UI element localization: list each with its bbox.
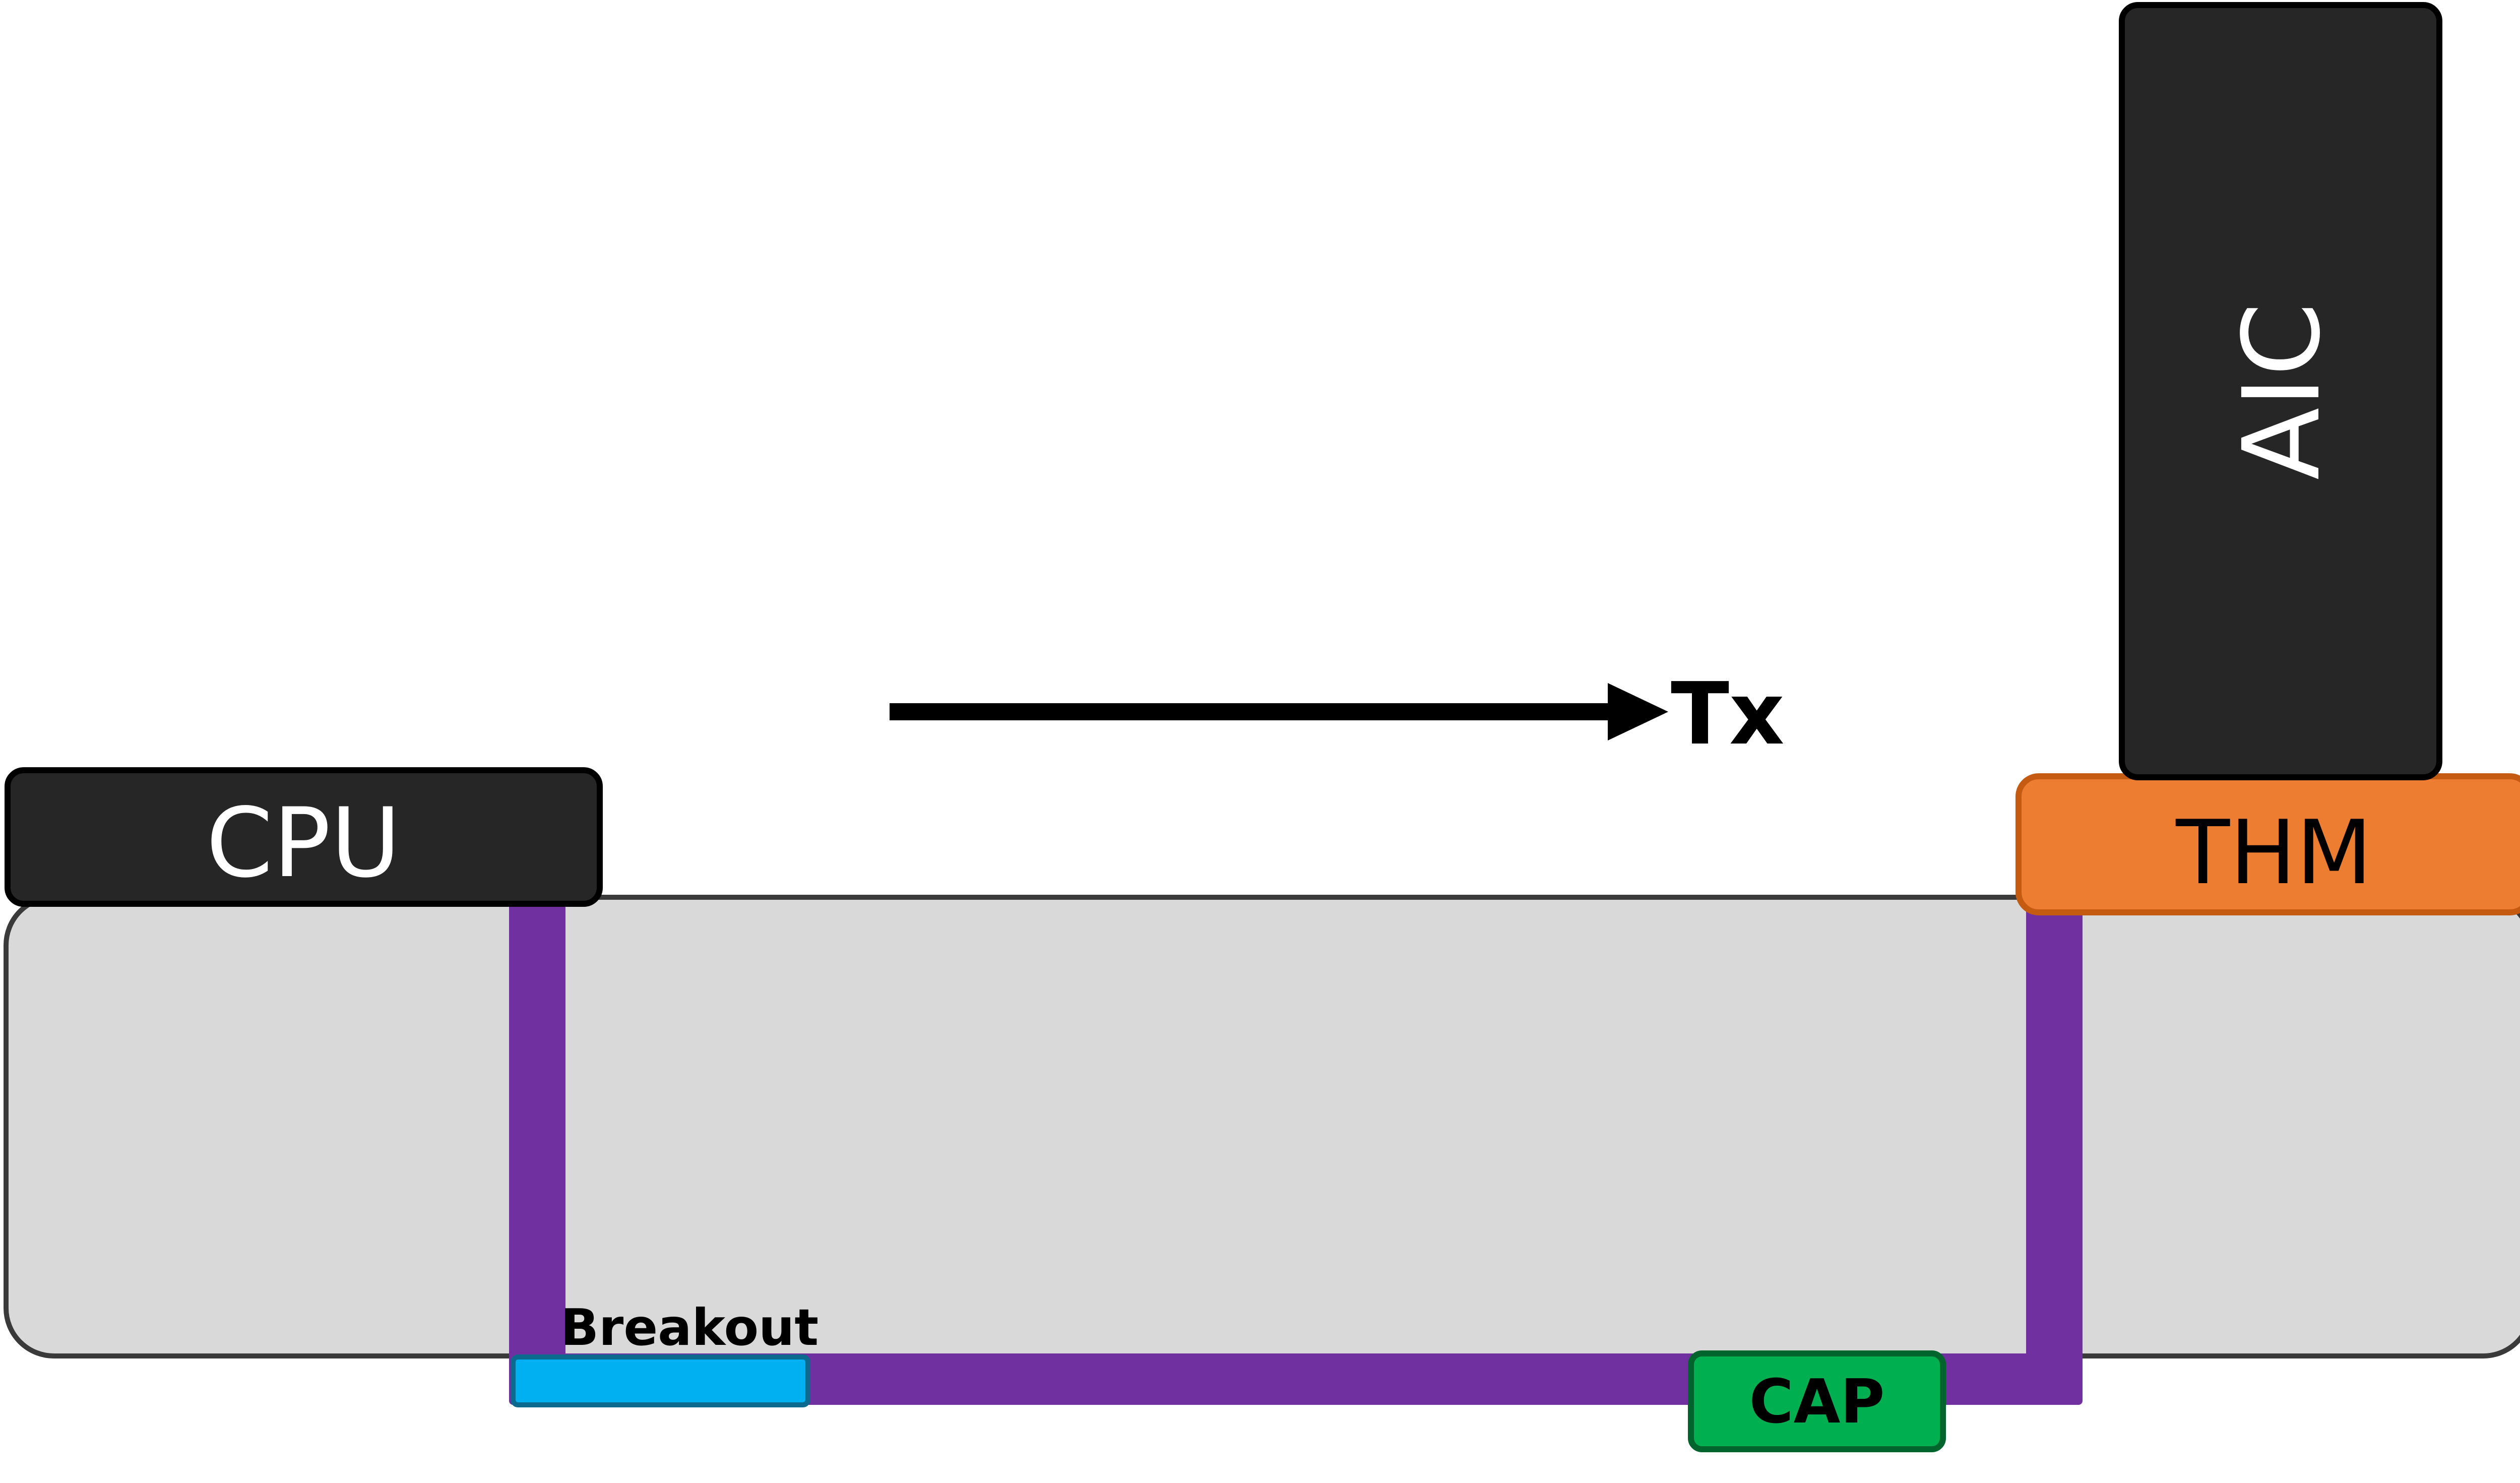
cpu-label: CPU	[206, 787, 401, 899]
cpu-component	[5, 767, 603, 907]
breakout-label: Breakout	[560, 1298, 818, 1357]
trace-right-vertical	[2026, 902, 2083, 1405]
tx-label: Tx	[1671, 664, 1785, 764]
board	[4, 895, 2520, 1358]
aic-component	[2119, 2, 2442, 780]
tx-arrow-head	[1608, 683, 1668, 740]
cap-component	[1688, 1350, 1946, 1452]
breakout-segment	[511, 1354, 810, 1407]
thm-label: THM	[2175, 802, 2372, 904]
aic-label: AIC	[2220, 302, 2344, 480]
cap-label: CAP	[1749, 1367, 1885, 1437]
trace-left-vertical	[509, 902, 565, 1356]
